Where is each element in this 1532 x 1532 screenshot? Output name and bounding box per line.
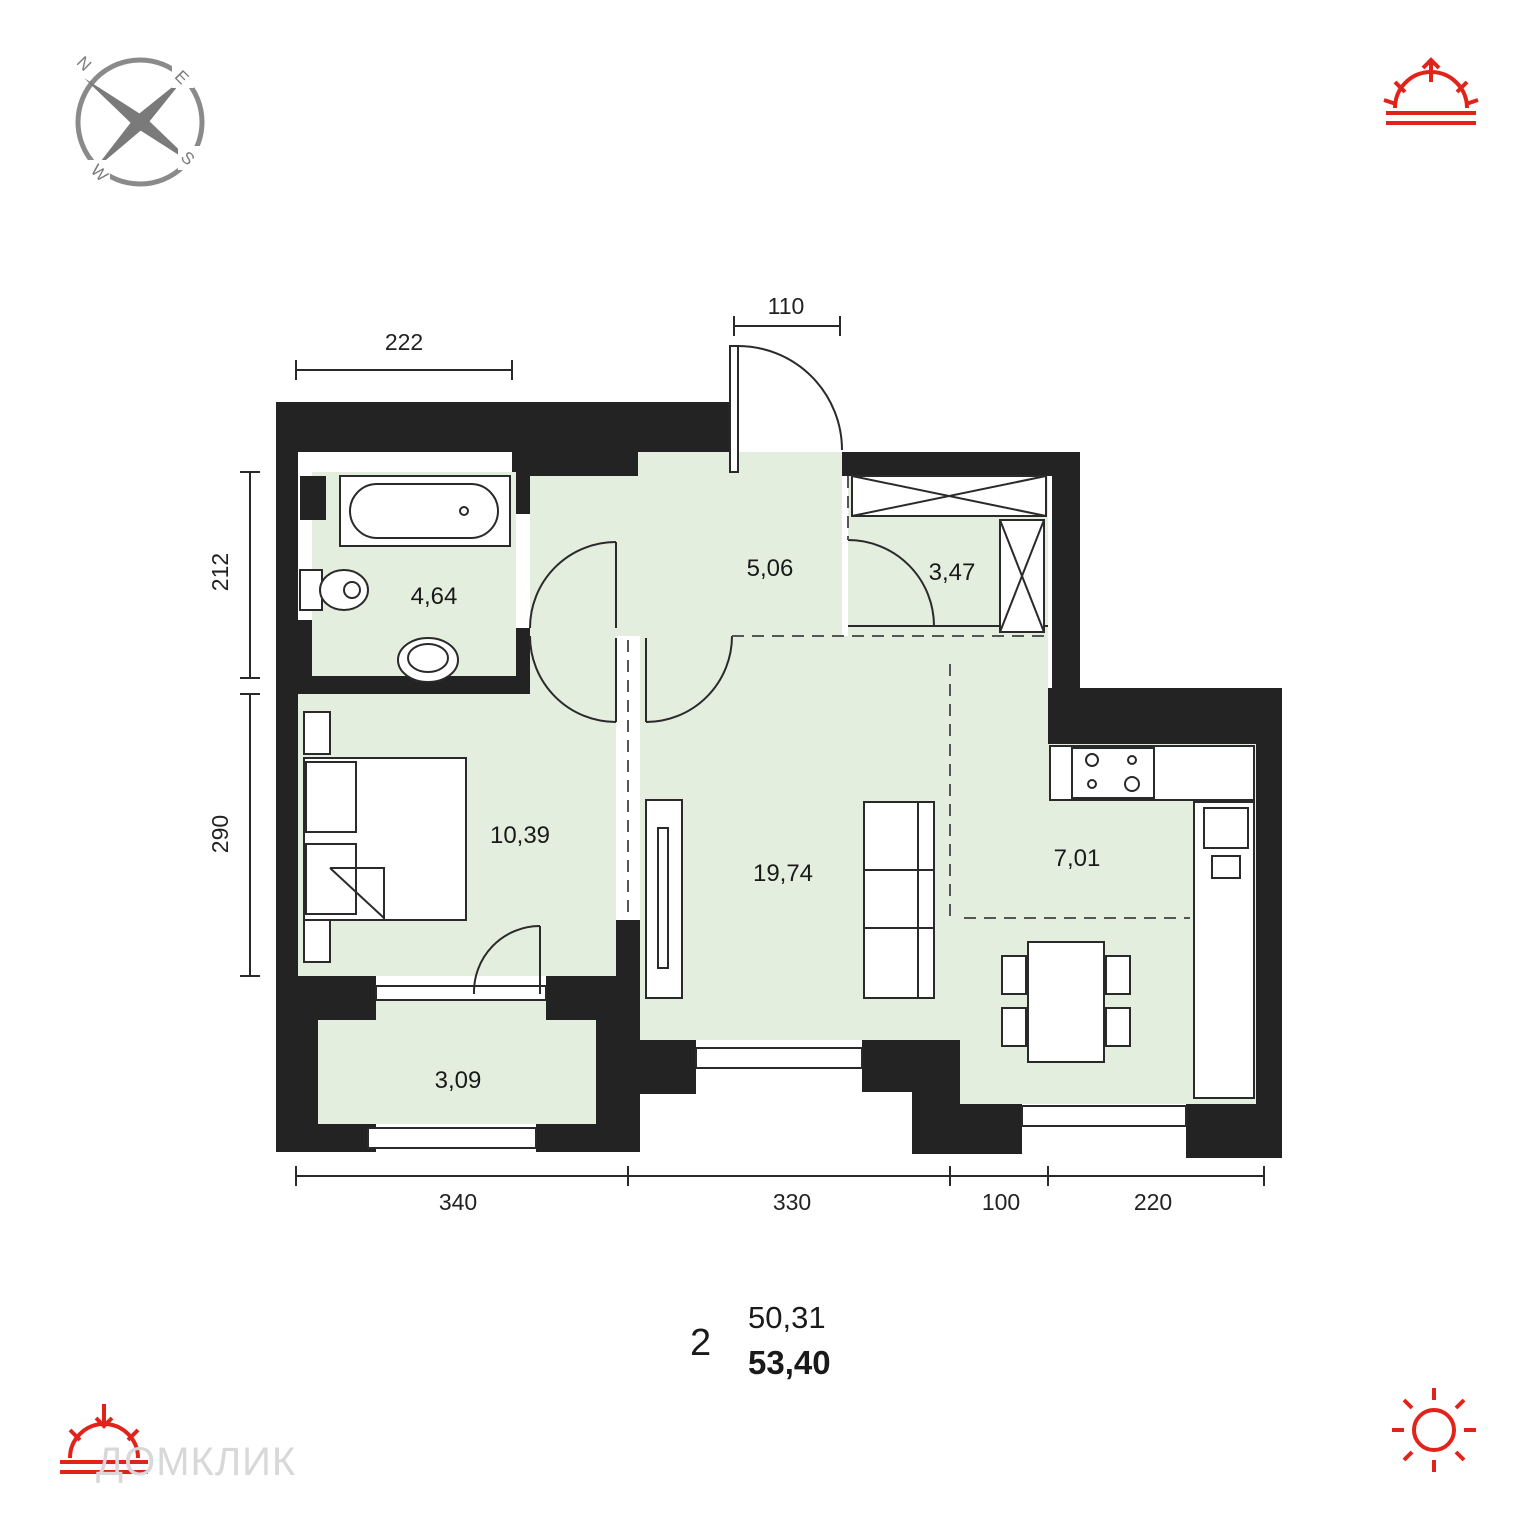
room-area-bedroom: 10,39: [490, 822, 550, 849]
kitchen-furniture: [1001, 716, 1256, 1099]
doors: [472, 345, 1048, 995]
watermark: ДОМКЛИК: [96, 1440, 297, 1484]
room-area-balcony: 3,09: [435, 1067, 482, 1094]
zone-dividers: [627, 476, 1190, 920]
compass-icon: N E S W: [73, 50, 205, 187]
room-area-bathroom: 4,64: [411, 583, 458, 610]
storage-shelves: [851, 475, 1047, 633]
dim-left-lower: 290: [207, 815, 233, 853]
rooms-count: 2: [690, 1322, 712, 1364]
bathroom-fixtures: [299, 475, 511, 683]
dim-top-left: 222: [385, 329, 423, 355]
room-area-kitchen: 7,01: [1054, 845, 1101, 872]
sun-icon: [1392, 1388, 1476, 1472]
windows: [367, 985, 1187, 1149]
sunset-icon: [60, 1404, 148, 1474]
dimension-lines: [240, 316, 1265, 1186]
room-area-living-room: 19,74: [753, 860, 813, 887]
room-area-storage: 3,47: [929, 559, 976, 586]
bedroom-furniture: [303, 711, 467, 963]
living-furniture: [645, 799, 935, 999]
living-area: 50,31: [748, 1300, 826, 1335]
dim-bottom-1: 340: [439, 1189, 477, 1215]
dim-bottom-3: 100: [982, 1189, 1020, 1215]
dim-top-door: 110: [768, 293, 805, 319]
sunrise-icon: [1383, 57, 1479, 125]
dim-bottom-2: 330: [773, 1189, 811, 1215]
dim-bottom-4: 220: [1134, 1189, 1172, 1215]
dim-left-upper: 212: [207, 553, 233, 591]
total-area: 53,40: [748, 1344, 831, 1381]
room-area-hallway: 5,06: [747, 555, 794, 582]
